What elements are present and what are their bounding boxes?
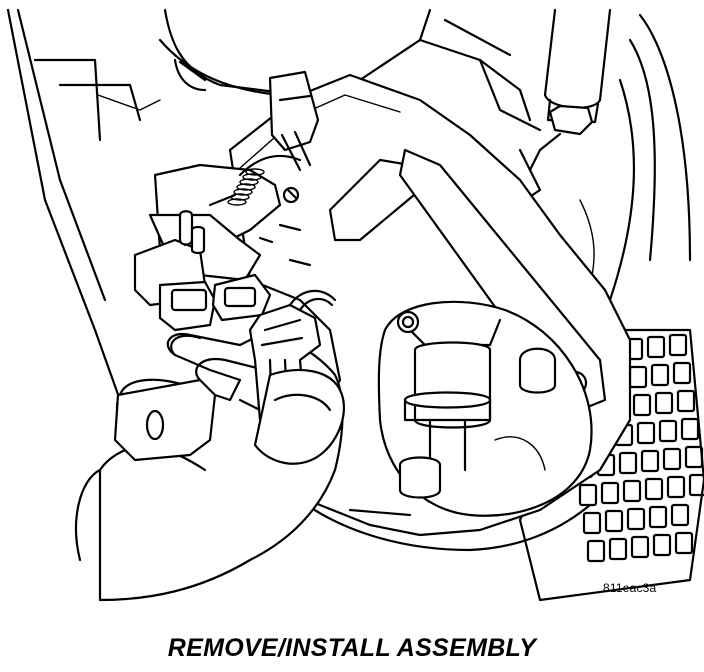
figure-caption: REMOVE/INSTALL ASSEMBLY xyxy=(167,634,537,662)
right-frame xyxy=(579,13,692,302)
spring-coil xyxy=(245,168,265,176)
pedal-grid-cell xyxy=(668,333,688,357)
pedal-grid-cell xyxy=(684,445,704,469)
upper-rod xyxy=(518,8,612,202)
pedal-grid-cell xyxy=(658,419,678,443)
technician-hand xyxy=(74,289,345,602)
pedal-grid-cell xyxy=(688,473,704,497)
column-boot xyxy=(377,300,593,517)
pedal-grid-cell xyxy=(662,447,682,471)
pedal-grid-cell xyxy=(626,507,646,531)
pedal-grid-cell xyxy=(604,509,624,533)
pedal-grid-cell xyxy=(670,503,690,527)
pedal-grid-cell xyxy=(618,451,638,475)
left-trim-panel xyxy=(6,8,161,402)
spring-coil xyxy=(242,173,262,181)
figure-reference-code: 811eac3a xyxy=(603,581,657,595)
pedal-grid-cell xyxy=(648,505,668,529)
lower-tab xyxy=(113,378,217,462)
pedal-grid-cell xyxy=(654,391,674,415)
lower-arc xyxy=(298,498,592,552)
pedal-grid-cell xyxy=(632,393,652,417)
spring-coil xyxy=(227,198,247,206)
spring-coil xyxy=(233,188,253,196)
spring-coil xyxy=(239,178,259,186)
pedal-grid-cell xyxy=(578,483,598,507)
pedal-grid-cell xyxy=(582,511,602,535)
wire-harness xyxy=(208,70,320,207)
pedal-grid-cell xyxy=(600,481,620,505)
spring-coil xyxy=(236,183,256,191)
pedal-grid-cell xyxy=(646,335,666,359)
pedal-grid-cell xyxy=(680,417,700,441)
pedal-grid-cell xyxy=(608,537,628,561)
pedal-grid-cell xyxy=(622,479,642,503)
pedal-grid-cell xyxy=(636,421,656,445)
pedal-grid-cell xyxy=(666,475,686,499)
pedal-grid-cell xyxy=(586,539,606,563)
switch-assembly xyxy=(133,163,300,332)
pedal-grid-cell xyxy=(674,531,694,555)
pedal-grid-cell xyxy=(652,533,672,557)
pedal-grid-cell xyxy=(676,389,696,413)
pedal-grid-cell xyxy=(640,449,660,473)
pedal-grid-cell xyxy=(650,363,670,387)
pedal-grid-cell xyxy=(644,477,664,501)
pedal-grid-cell xyxy=(630,535,650,559)
pedal-grid-cell xyxy=(672,361,692,385)
